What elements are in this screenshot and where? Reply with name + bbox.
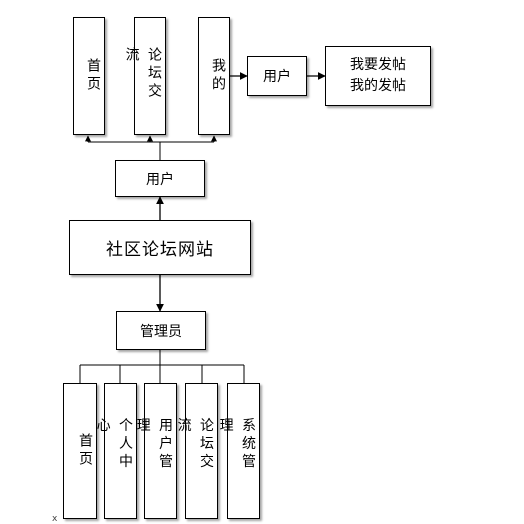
- corner-mark: x: [52, 514, 58, 524]
- node-personal-center-label: 个人中心: [94, 417, 133, 472]
- node-user: 用户: [115, 160, 205, 197]
- node-personal-center: 个人中心: [94, 383, 137, 519]
- post-create-label: 我要发帖: [350, 57, 406, 73]
- node-site: 社区论坛网站: [69, 220, 251, 275]
- node-admin-label: 管理员: [140, 323, 182, 340]
- node-admin-home: 首页: [63, 383, 97, 519]
- node-admin-forum: 论坛交流: [175, 383, 218, 519]
- node-admin-forum-label: 论坛交流: [175, 417, 214, 472]
- node-user-management-label: 用户管理: [134, 417, 173, 472]
- node-my-posts-labels: 我要发帖 我的发帖: [326, 47, 430, 105]
- node-user-label: 用户: [146, 171, 174, 188]
- node-forum-label: 论坛交流: [123, 47, 162, 101]
- node-admin: 管理员: [116, 311, 206, 350]
- node-system-management: 系统管理: [217, 383, 260, 519]
- node-user-management: 用户管理: [134, 383, 177, 519]
- node-forum: 论坛交流: [123, 17, 166, 135]
- node-mine-label: 我的: [210, 58, 226, 94]
- node-user-mine: 用户: [247, 56, 307, 96]
- node-admin-home-label: 首页: [77, 433, 93, 469]
- node-my-posts: 我要发帖 我的发帖: [325, 46, 431, 106]
- post-list-label: 我的发帖: [350, 78, 406, 94]
- node-home-label: 首页: [85, 58, 101, 94]
- node-site-label: 社区论坛网站: [106, 240, 214, 260]
- node-home: 首页: [73, 17, 105, 135]
- node-user-mine-label: 用户: [263, 69, 291, 85]
- node-system-management-label: 系统管理: [217, 417, 256, 472]
- node-mine: 我的: [198, 17, 230, 135]
